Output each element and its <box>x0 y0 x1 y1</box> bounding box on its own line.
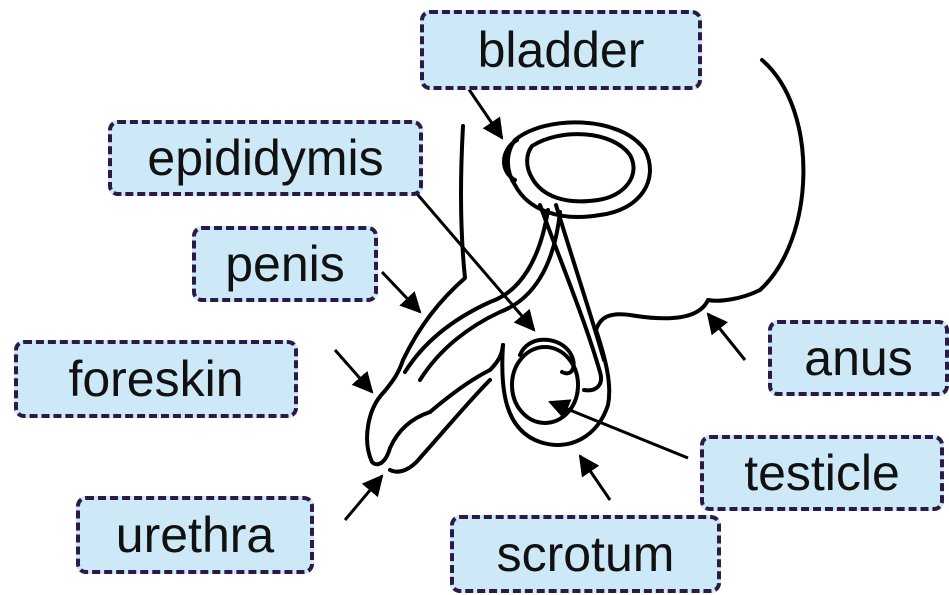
vas-deferens-inner <box>556 205 604 360</box>
arrow-bladder <box>468 88 502 138</box>
foreskin-outline <box>367 392 430 464</box>
arrow-penis <box>382 272 420 312</box>
foreskin-label: foreskin <box>14 340 298 418</box>
scrotum-label: scrotum <box>450 515 721 593</box>
urethra-label: urethra <box>76 496 314 574</box>
bladder-inner <box>527 134 633 201</box>
arrow-foreskin <box>335 350 372 392</box>
urethra-tube-lower <box>420 212 560 380</box>
testicle-label: testicle <box>700 435 944 511</box>
body-back-outline <box>596 60 803 330</box>
arrow-testicle <box>550 402 688 458</box>
arrow-scrotum <box>580 456 610 500</box>
arrow-anus <box>708 314 745 360</box>
bladder-label: bladder <box>420 10 702 90</box>
penis-label: penis <box>192 226 378 302</box>
epididymis-label: epididymis <box>108 120 423 196</box>
anus-label: anus <box>768 320 949 396</box>
arrow-urethra <box>345 476 382 520</box>
testicle-shape <box>512 347 578 423</box>
